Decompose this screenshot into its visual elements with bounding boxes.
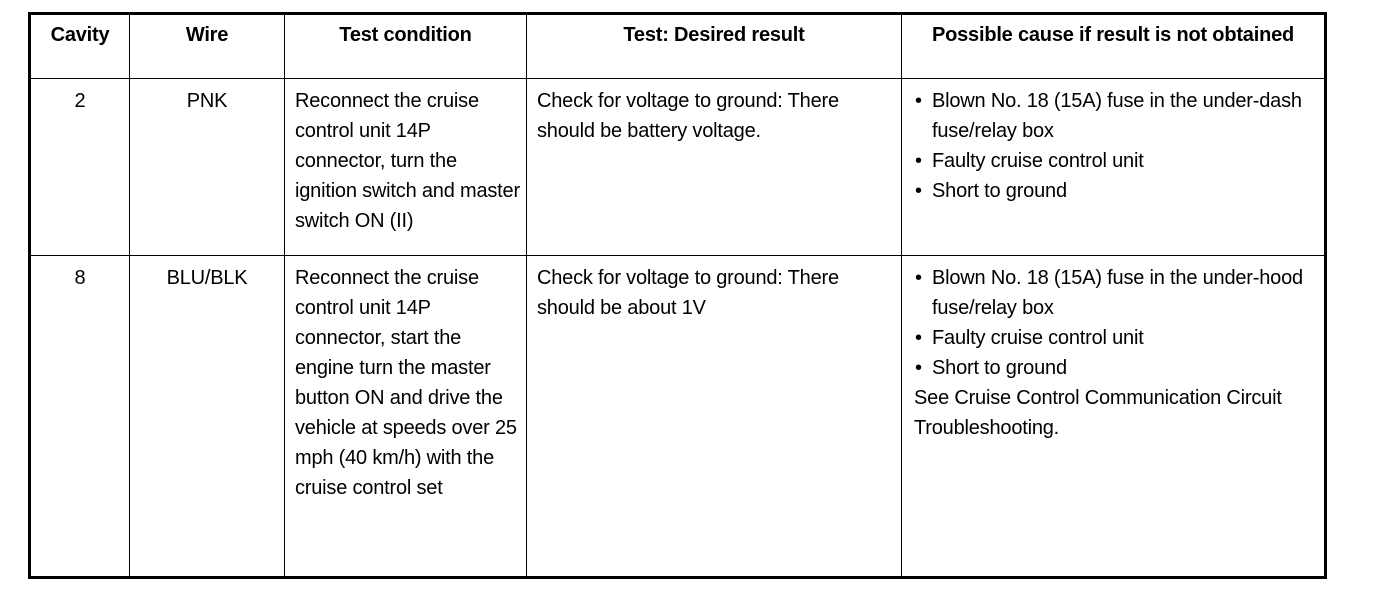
cell-wire: PNK [129, 78, 285, 256]
column-header-possible-cause-label: Possible cause if result is not obtained [931, 24, 1295, 46]
column-header-wire-label: Wire [185, 24, 229, 46]
table-row: 2 PNK Reconnect the cruise control unit … [29, 78, 1326, 256]
cell-test-condition: Reconnect the cruise control unit 14P co… [284, 255, 527, 578]
bullet-icon: • [915, 90, 922, 112]
test-condition-text: Reconnect the cruise control unit 14P co… [295, 267, 517, 499]
cell-cavity: 8 [29, 255, 130, 578]
possible-cause-list: • Blown No. 18 (15A) fuse in the under-ho… [902, 256, 1324, 383]
possible-cause-item: • Blown No. 18 (15A) fuse in the under-ho… [914, 263, 1318, 323]
table-header: Cavity Wire Test condition Test: Desired… [29, 13, 1326, 79]
table-row: 8 BLU/BLK Reconnect the cruise control u… [29, 255, 1326, 578]
troubleshooting-table: Cavity Wire Test condition Test: Desired… [28, 12, 1327, 579]
possible-cause-item: • Short to ground [914, 176, 1318, 206]
bullet-icon: • [915, 327, 922, 349]
column-header-wire: Wire [129, 13, 285, 79]
test-condition-text: Reconnect the cruise control unit 14P co… [295, 90, 520, 232]
possible-cause-list: • Blown No. 18 (15A) fuse in the under-da… [902, 79, 1324, 206]
table-body: 2 PNK Reconnect the cruise control unit … [29, 78, 1326, 578]
cell-possible-cause: • Blown No. 18 (15A) fuse in the under-da… [901, 78, 1326, 256]
possible-cause-item: • Faulty cruise control unit [914, 146, 1318, 176]
cell-cavity: 2 [29, 78, 130, 256]
desired-result-text: Check for voltage to ground: There shoul… [537, 90, 839, 142]
bullet-icon: • [915, 267, 922, 289]
possible-cause-item-label: Blown No. 18 (15A) fuse in the under-das… [932, 90, 1302, 142]
possible-cause-item-label: Short to ground [932, 180, 1067, 202]
bullet-icon: • [915, 150, 922, 172]
possible-cause-item: • Blown No. 18 (15A) fuse in the under-da… [914, 86, 1318, 146]
cavity-value: 2 [74, 90, 86, 112]
wire-value: BLU/BLK [166, 267, 248, 289]
column-header-cavity-label: Cavity [50, 24, 110, 46]
desired-result-text: Check for voltage to ground: There shoul… [537, 267, 839, 319]
possible-cause-item: • Short to ground [914, 353, 1318, 383]
wire-value: PNK [186, 90, 228, 112]
possible-cause-item-label: Faulty cruise control unit [932, 327, 1144, 349]
possible-cause-item-label: Short to ground [932, 357, 1067, 379]
column-header-cavity: Cavity [29, 13, 130, 79]
cell-wire: BLU/BLK [129, 255, 285, 578]
cell-desired-result: Check for voltage to ground: There shoul… [526, 78, 902, 256]
possible-cause-item-label: Faulty cruise control unit [932, 150, 1144, 172]
cell-test-condition: Reconnect the cruise control unit 14P co… [284, 78, 527, 256]
possible-cause-note: See Cruise Control Communication Circuit… [914, 387, 1282, 439]
possible-cause-item-label: Blown No. 18 (15A) fuse in the under-hoo… [932, 267, 1303, 319]
column-header-test-condition: Test condition [284, 13, 527, 79]
column-header-possible-cause: Possible cause if result is not obtained [901, 13, 1326, 79]
cell-possible-cause: • Blown No. 18 (15A) fuse in the under-ho… [901, 255, 1326, 578]
column-header-desired-result: Test: Desired result [526, 13, 902, 79]
column-header-desired-result-label: Test: Desired result [623, 24, 805, 46]
cell-desired-result: Check for voltage to ground: There shoul… [526, 255, 902, 578]
possible-cause-item: • Faulty cruise control unit [914, 323, 1318, 353]
bullet-icon: • [915, 357, 922, 379]
header-row: Cavity Wire Test condition Test: Desired… [29, 13, 1326, 79]
bullet-icon: • [915, 180, 922, 202]
column-header-test-condition-label: Test condition [339, 24, 472, 46]
cavity-value: 8 [74, 267, 86, 289]
